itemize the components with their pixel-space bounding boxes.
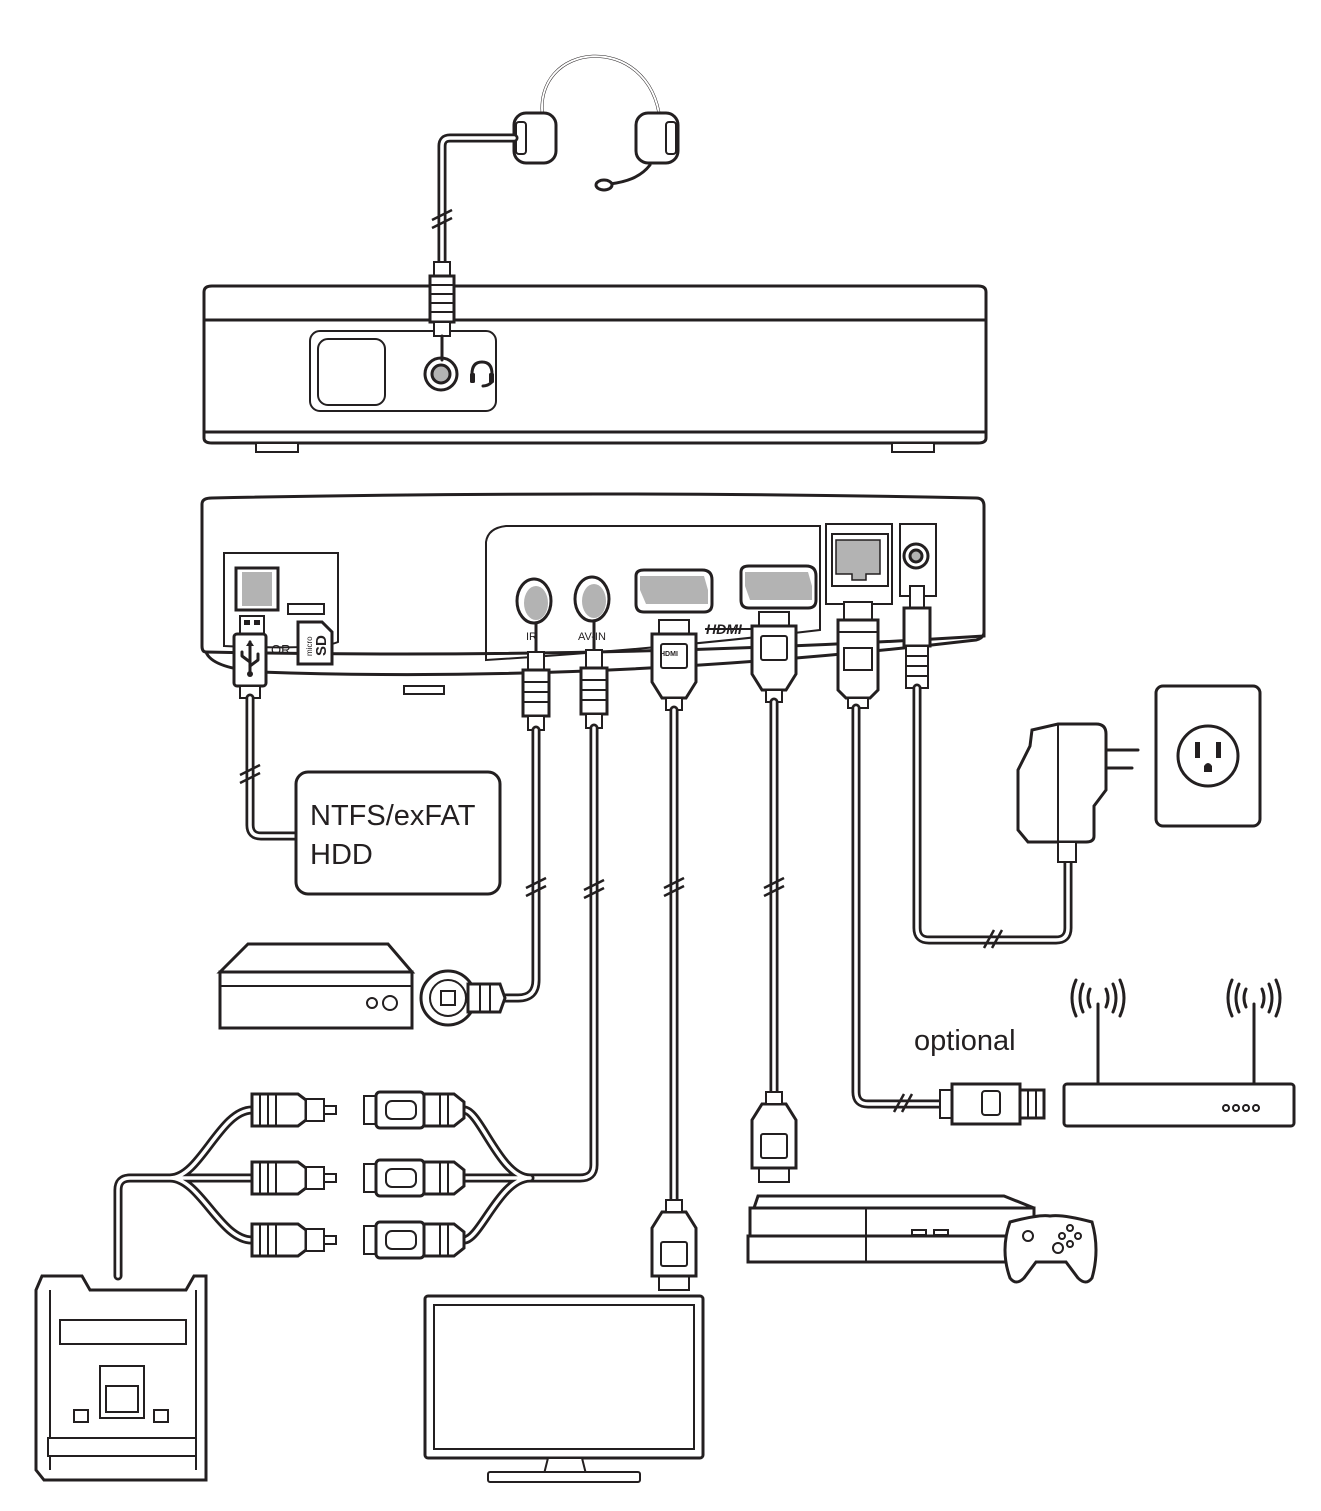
av-in-plug <box>579 620 609 729</box>
headset <box>512 54 680 192</box>
hdd-label-line2: HDD <box>310 839 373 871</box>
or-label: OR <box>271 642 291 657</box>
hdmi-port-label: HDMI <box>706 621 743 637</box>
rca-splitter <box>113 1090 535 1281</box>
microsd-icon: micro SD <box>296 620 334 666</box>
ir-plug <box>521 622 551 731</box>
game-controller <box>1003 1214 1098 1284</box>
tv-monitor <box>423 1294 705 1483</box>
hdmi-cable-tv <box>650 618 698 1292</box>
recorder-front <box>202 284 988 453</box>
hdmi-cable-console <box>750 610 798 1184</box>
usb-plug <box>232 615 268 699</box>
microsd-small-text: micro <box>305 636 314 656</box>
wifi-icon <box>1070 978 1126 1018</box>
usb-hdd: NTFS/exFAT HDD <box>294 770 502 896</box>
optional-label: optional <box>914 1025 1016 1057</box>
ethernet-cable <box>851 703 947 1113</box>
ir-cable <box>495 725 547 1003</box>
ethernet-plug-router <box>939 1082 1046 1126</box>
port-ir-label: IR <box>526 631 537 643</box>
game-console <box>746 1194 1036 1264</box>
power-cable <box>912 683 1073 949</box>
headset-plug <box>428 261 456 362</box>
camcorder <box>34 1274 208 1482</box>
microsd-big-text: SD <box>313 635 330 656</box>
wifi-icon <box>1226 978 1282 1018</box>
av-cable <box>525 723 605 1183</box>
usb-cable <box>239 693 303 841</box>
router <box>1062 978 1296 1128</box>
headset-icon <box>470 360 494 388</box>
hdmi-plug-label: HDMI <box>660 651 678 658</box>
port-av-in-label: AV-IN <box>578 631 606 643</box>
ir-blaster <box>216 942 507 1030</box>
power-adapter <box>1016 722 1140 863</box>
headset-cable <box>431 133 519 267</box>
wall-outlet <box>1154 684 1262 828</box>
hdd-label-line1: NTFS/exFAT <box>310 800 476 832</box>
ethernet-plug <box>836 601 880 709</box>
usb-icon <box>240 640 260 677</box>
